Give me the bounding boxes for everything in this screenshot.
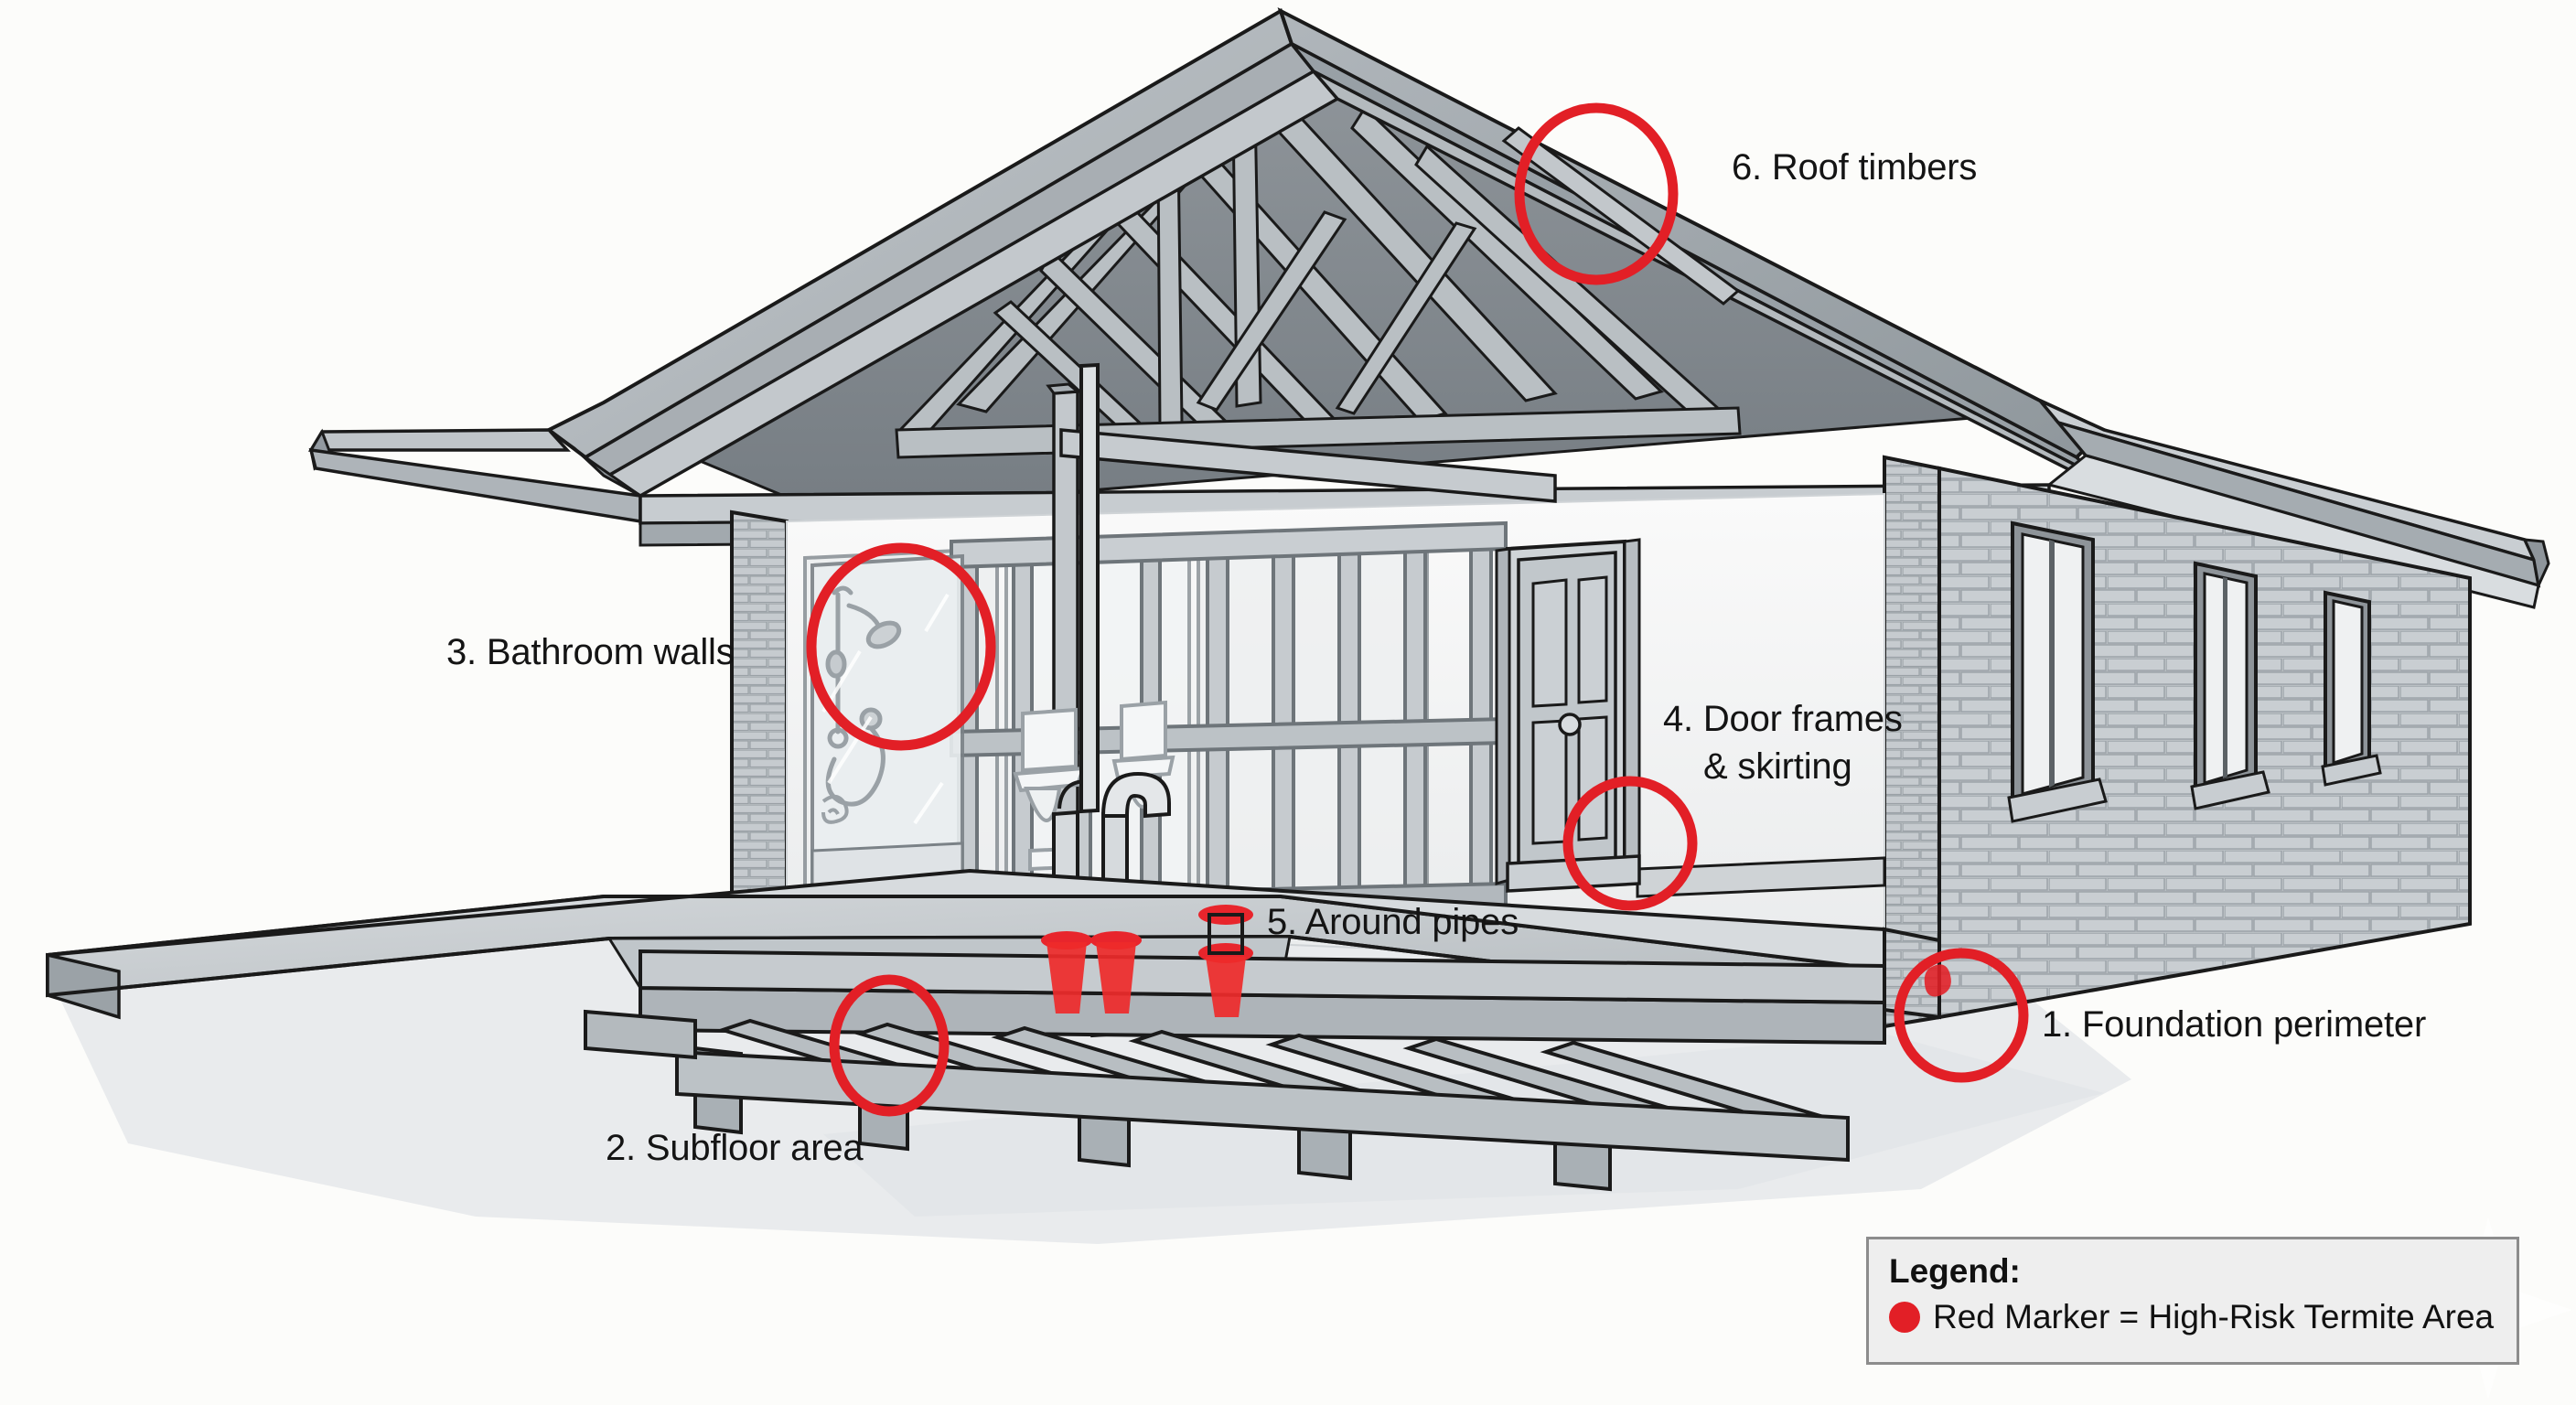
subfloor-framing [584, 949, 1886, 1192]
pipe-collar-3 [1198, 905, 1253, 1017]
wall-windows [2007, 520, 2382, 823]
right-brick-wall [1883, 455, 2472, 1029]
shower-head-icon [825, 585, 902, 807]
legend-entry-text: Red Marker = High-Risk Termite Area [1933, 1297, 2495, 1335]
risk-markers [806, 102, 2029, 1117]
termite-stain-foundation [1924, 964, 1951, 997]
left-brick-pier [730, 509, 789, 928]
window-2 [2190, 561, 2270, 810]
legend-entry: Red Marker = High-Risk Termite Area [1889, 1298, 2496, 1336]
interior-door [1495, 538, 1641, 893]
ceiling-beam [1059, 428, 1557, 503]
window-1 [2007, 520, 2108, 823]
marker-2-subfloor [829, 974, 950, 1117]
label-bathroom-walls: 3. Bathroom walls [446, 632, 735, 672]
door-knob-icon [1558, 713, 1582, 736]
window-3 [2321, 590, 2382, 787]
label-roof-timbers: 6. Roof timbers [1732, 147, 1978, 188]
shower-tap-icon [821, 794, 849, 824]
pipe-penetration-markers [1041, 905, 1253, 1017]
label-foundation-perimeter: 1. Foundation perimeter [2042, 1004, 2427, 1045]
marker-1-foundation [1894, 948, 2029, 1083]
roof-trusses [895, 81, 1742, 459]
label-around-pipes: 5. Around pipes [1267, 902, 1519, 942]
marker-3-bathroom [806, 542, 996, 751]
shower-enclosure [810, 553, 964, 892]
label-door-frames-line2: & skirting [1703, 746, 1852, 787]
red-marker-icon [1889, 1301, 1920, 1333]
pipe-collar-1 [1041, 931, 1092, 1014]
pipe-collar-2 [1090, 931, 1142, 1014]
marker-6-rooftimbers [1514, 102, 1679, 285]
label-door-frames-line1: 4. Door frames [1663, 699, 1903, 739]
legend-box: Legend: Red Marker = High-Risk Termite A… [1866, 1237, 2519, 1365]
marker-4-doorframe [1562, 776, 1698, 911]
label-subfloor-area: 2. Subfloor area [606, 1128, 864, 1168]
legend-title: Legend: [1889, 1252, 2021, 1290]
